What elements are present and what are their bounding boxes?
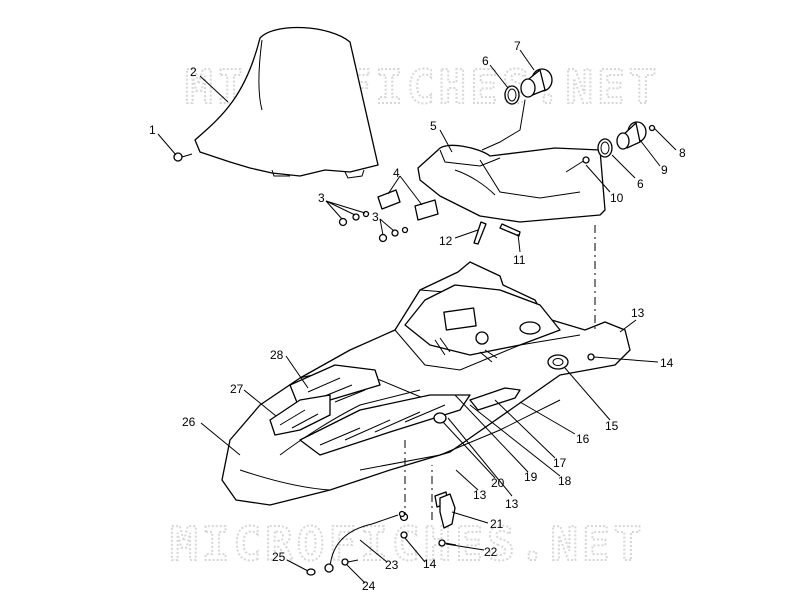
callout-1: 1: [149, 123, 156, 137]
callout-26: 26: [182, 415, 196, 429]
callout-15: 15: [605, 419, 619, 433]
latch-part-21: [439, 493, 456, 529]
side-vent-part-27: [269, 394, 331, 436]
callout-9: 9: [661, 163, 668, 177]
callout-13a: 13: [631, 306, 645, 320]
callout-16: 16: [576, 432, 590, 446]
callout-5: 5: [430, 119, 437, 133]
grommet-part-15: [547, 354, 569, 370]
hood-panel-top: [404, 284, 561, 363]
callout-24: 24: [362, 579, 376, 593]
callout-8: 8: [679, 146, 686, 160]
cable-part-23: [329, 510, 406, 568]
screw-part-1: [173, 152, 193, 162]
callout-10: 10: [610, 191, 624, 205]
watermark-bottom: MICROFICHES.NET: [170, 517, 645, 571]
strap-part-11: [499, 223, 521, 237]
callout-19: 19: [524, 470, 538, 484]
side-vent-lower: [299, 394, 471, 456]
callout-7: 7: [514, 39, 521, 53]
grommet-part-20: [433, 412, 447, 424]
screw-part-24: [341, 558, 359, 566]
screw-part-22: [438, 539, 457, 547]
callout-3b: 3: [372, 210, 379, 224]
bulb-part-8: [648, 124, 656, 132]
callout-18: 18: [558, 474, 572, 488]
callout-4: 4: [393, 166, 400, 180]
callout-2: 2: [190, 65, 197, 79]
callout-25: 25: [272, 550, 286, 564]
callout-27: 27: [230, 382, 244, 396]
callout-21: 21: [490, 517, 504, 531]
dash-console-part-5: [417, 144, 606, 223]
callout-13c: 13: [505, 497, 519, 511]
callout-11: 11: [513, 253, 526, 267]
callout-labels: 1 2 3 3 4 5 6 6 7 8 9 10 11 12 13 13 13 …: [149, 39, 686, 593]
gauge-part-7: [520, 68, 553, 98]
strap-part-12: [473, 221, 487, 245]
leader-lines: [157, 49, 677, 584]
windshield: [194, 26, 379, 179]
callout-28: 28: [270, 348, 284, 362]
gauge-part-9: [616, 121, 647, 150]
callout-23: 23: [385, 558, 399, 572]
side-vent-slot: [469, 387, 521, 411]
callout-3a: 3: [318, 191, 325, 205]
gauge-ring-part-6-upper: [504, 85, 520, 105]
callout-6a: 6: [482, 54, 489, 68]
grommet-part-14-right: [587, 353, 595, 361]
callout-14b: 14: [423, 557, 437, 571]
gauge-ring-part-6-right: [597, 138, 613, 158]
callout-14a: 14: [660, 356, 674, 370]
hood-part-26: [221, 261, 631, 506]
callout-13b: 13: [473, 488, 487, 502]
callout-20: 20: [491, 476, 505, 490]
bracket-part-4: [377, 189, 439, 221]
callout-6b: 6: [637, 177, 644, 191]
callout-22: 22: [484, 545, 498, 559]
callout-12: 12: [439, 234, 453, 248]
callout-17: 17: [553, 456, 567, 470]
sensor-part-10: [565, 156, 590, 173]
alignment-lines: [404, 225, 596, 520]
washer-part-25: [306, 563, 334, 576]
